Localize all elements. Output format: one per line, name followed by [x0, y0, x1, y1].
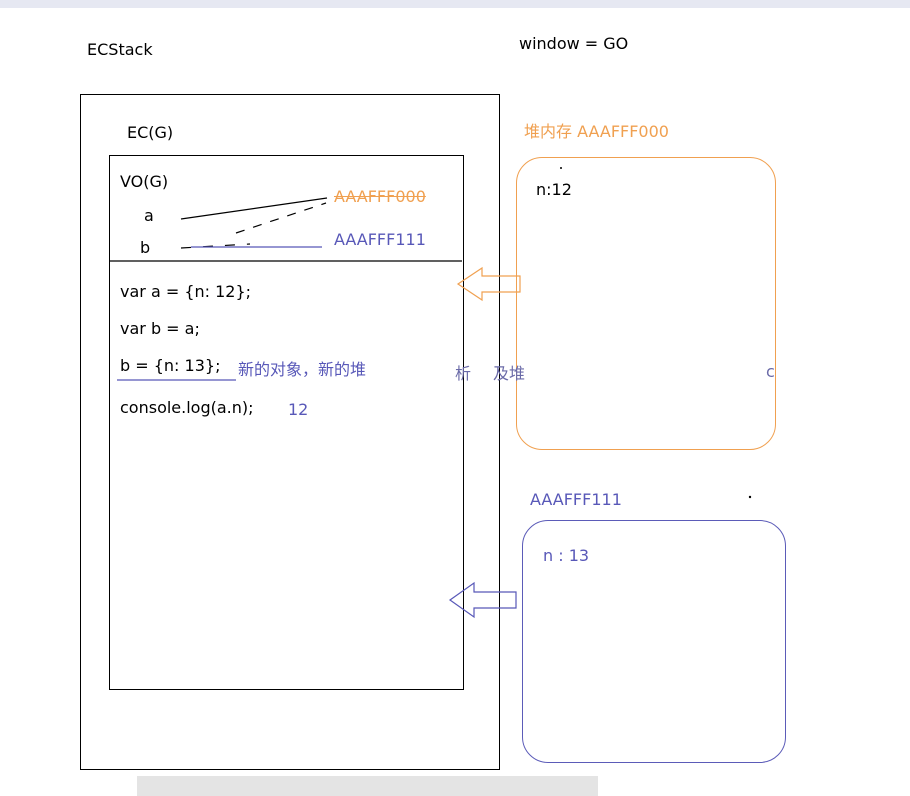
heap-blue-title: AAAFFF111 — [530, 490, 622, 509]
vog-label: VO(G) — [120, 172, 169, 191]
address-b: AAAFFF111 — [334, 230, 426, 249]
pointer-a-dashed — [235, 202, 327, 234]
heap-orange-title: 堆内存 AAAFFF000 — [524, 122, 669, 141]
code-line-4: console.log(a.n); — [120, 398, 254, 417]
heap-orange-content: n:12 — [536, 180, 572, 199]
artifact-text-right: ⅽ — [766, 362, 775, 381]
dot-mark-2 — [748, 495, 752, 499]
window-go-label: window = GO — [519, 34, 629, 53]
arrow-left-orange — [456, 266, 521, 302]
var-b-label: b — [140, 238, 151, 257]
arrow-left-blue — [448, 581, 517, 619]
code-line-3-note: 新的对象，新的堆 — [238, 360, 367, 379]
var-a-label: a — [144, 206, 154, 225]
top-strip — [0, 0, 910, 8]
code-line-1: var a = {n: 12}; — [120, 282, 252, 301]
ecstack-box — [80, 94, 500, 770]
artifact-text-mid: 及堆 — [493, 364, 526, 383]
ecg-box — [109, 155, 464, 690]
code-line-2: var b = a; — [120, 319, 200, 338]
artifact-text-left: 析 — [455, 364, 472, 383]
heap-orange-box — [516, 157, 776, 450]
heap-blue-content: n : 13 — [543, 546, 590, 565]
code-line-4-result: 12 — [288, 400, 309, 419]
pointer-a-solid — [180, 197, 328, 220]
ecstack-label: ECStack — [87, 40, 153, 59]
address-a: AAAFFF000 — [334, 187, 426, 206]
dot-mark-1 — [560, 167, 562, 169]
bottom-bar — [137, 776, 598, 796]
code-line-3: b = {n: 13}; — [120, 356, 221, 375]
ecg-label: EC(G) — [127, 123, 174, 142]
heap-blue-box — [522, 520, 786, 763]
